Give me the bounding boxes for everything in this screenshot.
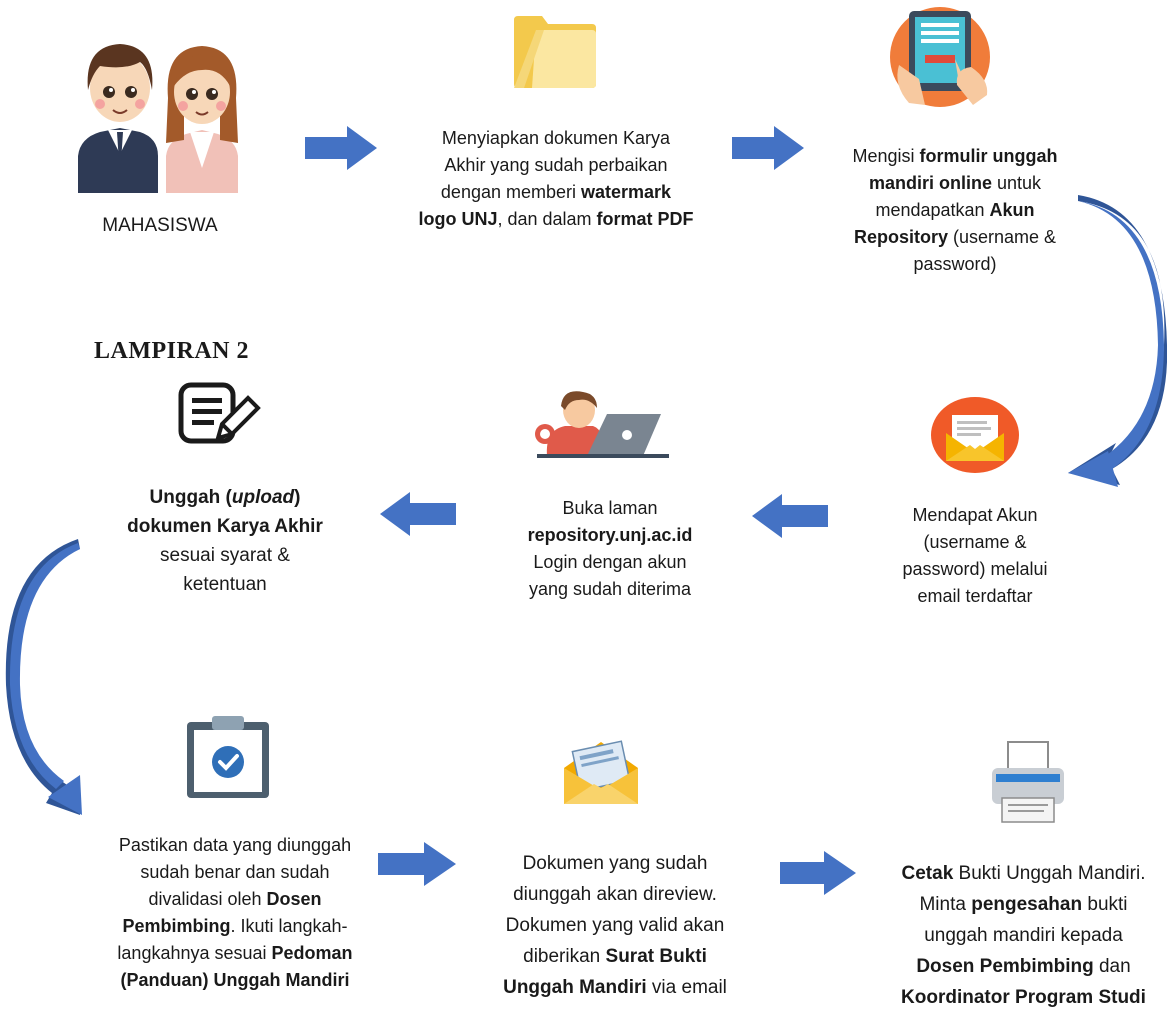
arrow-right-3 bbox=[378, 842, 456, 886]
arrow-left-2 bbox=[380, 492, 456, 536]
email-icon bbox=[931, 397, 1019, 473]
curved-arrow-right bbox=[1068, 195, 1167, 487]
laptop-user-icon bbox=[535, 391, 669, 458]
printer-icon bbox=[992, 741, 1064, 823]
step-validate-text: Pastikan data yang diunggah sudah benar … bbox=[117, 835, 353, 990]
arrow-right-1 bbox=[305, 126, 377, 170]
mail-letter-icon bbox=[564, 740, 638, 804]
tablet-form-icon bbox=[890, 7, 990, 107]
curved-arrow-left bbox=[5, 539, 82, 815]
arrow-right-4 bbox=[780, 851, 856, 895]
document-edit-icon bbox=[178, 382, 261, 444]
step-upload-text: Unggah (upload) dokumen Karya Akhir sesu… bbox=[127, 487, 323, 595]
step-login-text: Buka laman repository.unj.ac.id Login de… bbox=[527, 498, 693, 599]
step-account-text: Mendapat Akun (username & password) mela… bbox=[902, 505, 1048, 606]
step-print-text: Cetak Bukti Unggah Mandiri. Minta penges… bbox=[901, 863, 1146, 1008]
arrow-left-1 bbox=[752, 494, 828, 538]
lampiran-heading: LAMPIRAN 2 bbox=[94, 338, 249, 364]
students-icon bbox=[78, 44, 238, 193]
step-prepare-text: Menyiapkan dokumen Karya Akhir yang suda… bbox=[418, 128, 694, 229]
clipboard-check-icon bbox=[187, 716, 269, 798]
students-label: MAHASISWA bbox=[102, 215, 218, 236]
folder-icon bbox=[514, 16, 596, 88]
step-review-text: Dokumen yang sudah diunggah akan direvie… bbox=[503, 853, 727, 998]
step-form-text: Mengisi formulir unggah mandiri online u… bbox=[852, 146, 1058, 274]
arrow-right-2 bbox=[732, 126, 804, 170]
